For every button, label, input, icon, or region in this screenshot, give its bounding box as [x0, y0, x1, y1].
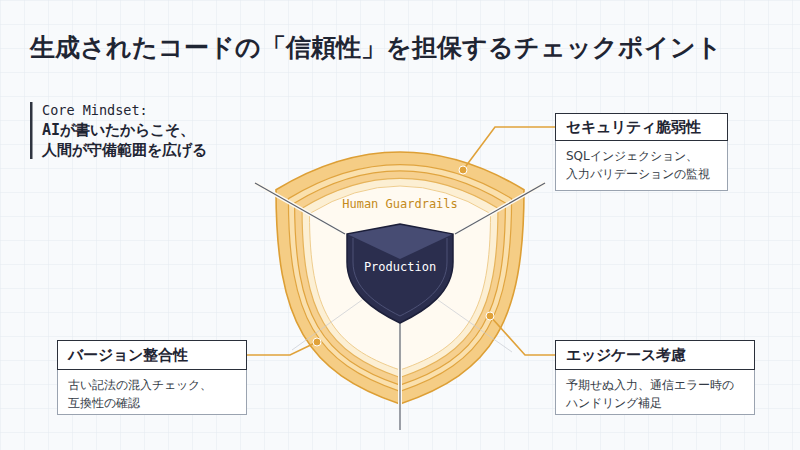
core-shield-facet: [348, 225, 452, 259]
callout-box: エッジケース考慮予期せぬ入力、通信エラー時の ハンドリング補足: [555, 340, 755, 415]
faint-spoke: [292, 300, 362, 350]
main-spokes: [255, 183, 545, 430]
spoke-line: [455, 183, 545, 234]
leader-line: [463, 127, 555, 170]
faint-spokes: [292, 300, 512, 352]
callout-heading: エッジケース考慮: [555, 340, 755, 370]
shield-band: [309, 186, 490, 370]
spoke-gap: [455, 183, 545, 234]
leader-group: [486, 312, 555, 355]
core-shield-inner-line: [353, 238, 447, 316]
callout-box: セキュリティ脆弱性SQLインジェクション、 入力バリデーションの監視: [555, 113, 728, 191]
callout-description: 古い記法の混入チェック、 互換性の確認: [57, 370, 247, 415]
leader-group: [459, 127, 555, 174]
spoke-gap: [398, 323, 402, 405]
mindset-text: AIが書いたからこそ、 人間が守備範囲を広げる: [42, 120, 272, 160]
spoke-gap: [255, 183, 345, 234]
mindset-bar: [30, 102, 33, 159]
leader-dot: [486, 312, 494, 320]
ring-label: Human Guardrails: [275, 197, 525, 211]
production-shield: Production: [345, 222, 455, 325]
callout-heading: セキュリティ脆弱性: [555, 113, 728, 141]
leader-group: [247, 338, 321, 355]
callout-description: SQLインジェクション、 入力バリデーションの監視: [555, 141, 728, 191]
callout-description: 予期せぬ入力、通信エラー時の ハンドリング補足: [555, 370, 755, 415]
guardrail-shield: Human GuardrailsProduction: [275, 150, 525, 406]
leader-line: [490, 316, 555, 355]
spoke-line: [255, 183, 345, 234]
page-title: 生成されたコードの「信頼性」を担保するチェックポイント: [30, 30, 722, 66]
leader-dot: [459, 166, 467, 174]
spoke-line: [399, 323, 400, 430]
leader-line: [247, 342, 317, 355]
spoke-gaps: [255, 183, 545, 405]
leader-dot: [313, 338, 321, 346]
mindset-heading: Core Mindset:: [42, 101, 148, 119]
callout-box: バージョン整合性古い記法の混入チェック、 互換性の確認: [57, 340, 247, 415]
shield-band: [276, 152, 524, 404]
core-label: Production: [345, 260, 455, 274]
callout-heading: バージョン整合性: [57, 340, 247, 370]
faint-spoke: [438, 300, 512, 352]
